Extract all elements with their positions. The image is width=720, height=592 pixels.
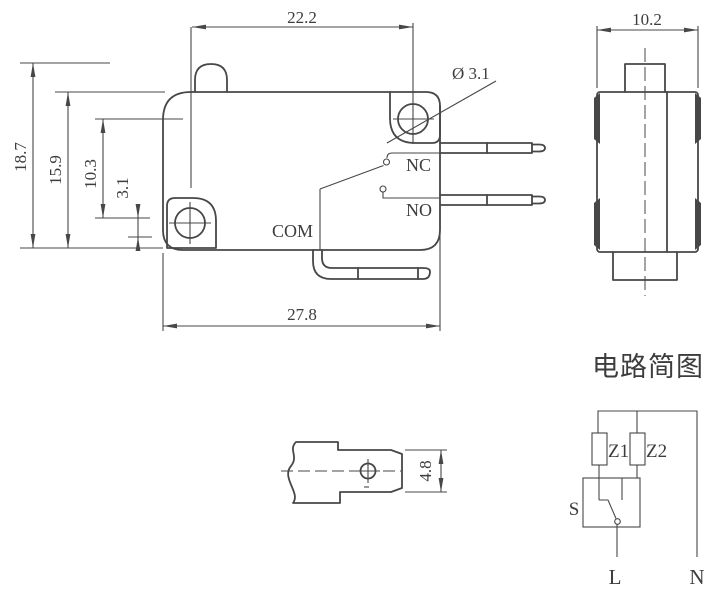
circuit-switch-box [582,477,641,528]
hole-diameter-label: Ø 3.1 [452,64,490,83]
diameter-leader-line [386,80,497,144]
dim-15-9-value: 15.9 [46,155,65,185]
mounting-pad-top [389,91,441,144]
terminal-detail-view: 4.8 [281,441,447,504]
dimension-hole-pitch: 22.2 [192,8,413,30]
dimension-total-height: 18.7 [11,62,163,249]
dimension-hole-spacing: 10.3 [81,118,183,219]
terminal-no-prong [439,194,546,206]
circuit-resistor-z1 [591,432,608,466]
internal-contacts [319,152,440,250]
circuit-label-live: L [609,565,622,589]
side-view-body [596,91,699,253]
terminal-nc-prong [439,142,546,154]
side-rib [695,198,701,250]
side-view-button [624,63,666,93]
circuit-label-z2: Z2 [646,441,667,462]
mounting-pad-bottom [166,197,217,249]
circuit-title: 电路简图 [592,352,704,382]
front-view: Ø 3.1 NC NO COM [11,8,546,331]
dimension-depth: 10.2 [596,10,699,88]
dimension-blade-width: 4.8 [405,449,447,493]
circuit-wires [597,410,698,557]
side-rib [594,93,600,144]
switch-body-outline [162,91,441,251]
circuit-label-switch: S [569,499,580,520]
terminal-label-no: NO [406,200,432,220]
dim-10-2-value: 10.2 [632,10,662,29]
dim-27-8-value: 27.8 [287,305,317,324]
terminal-com-bent [312,249,431,280]
dim-4-8-value: 4.8 [416,460,435,481]
plunger-button [194,63,228,93]
side-rib [594,198,600,250]
dimension-hole-edge: 3.1 [113,177,152,251]
circuit-resistor-z2 [629,432,646,466]
side-rib [695,93,701,144]
dim-22-2-value: 22.2 [287,8,317,27]
terminal-label-nc: NC [406,155,431,175]
circuit-switch-blade [599,499,621,525]
dimension-body-height: 15.9 [46,91,165,248]
dim-3-1-value: 3.1 [113,177,132,198]
side-view: 10.2 [594,10,701,296]
dim-18-7-value: 18.7 [11,142,30,172]
dimension-body-width: 27.8 [162,208,441,331]
circuit-diagram: 电路简图 Z1 Z2 S L N [569,352,705,589]
dim-10-3-value: 10.3 [81,159,100,189]
terminal-label-com: COM [272,221,313,241]
circuit-label-z1: Z1 [608,441,629,462]
circuit-label-neutral: N [689,565,704,589]
terminal-blade-outline [287,441,403,504]
